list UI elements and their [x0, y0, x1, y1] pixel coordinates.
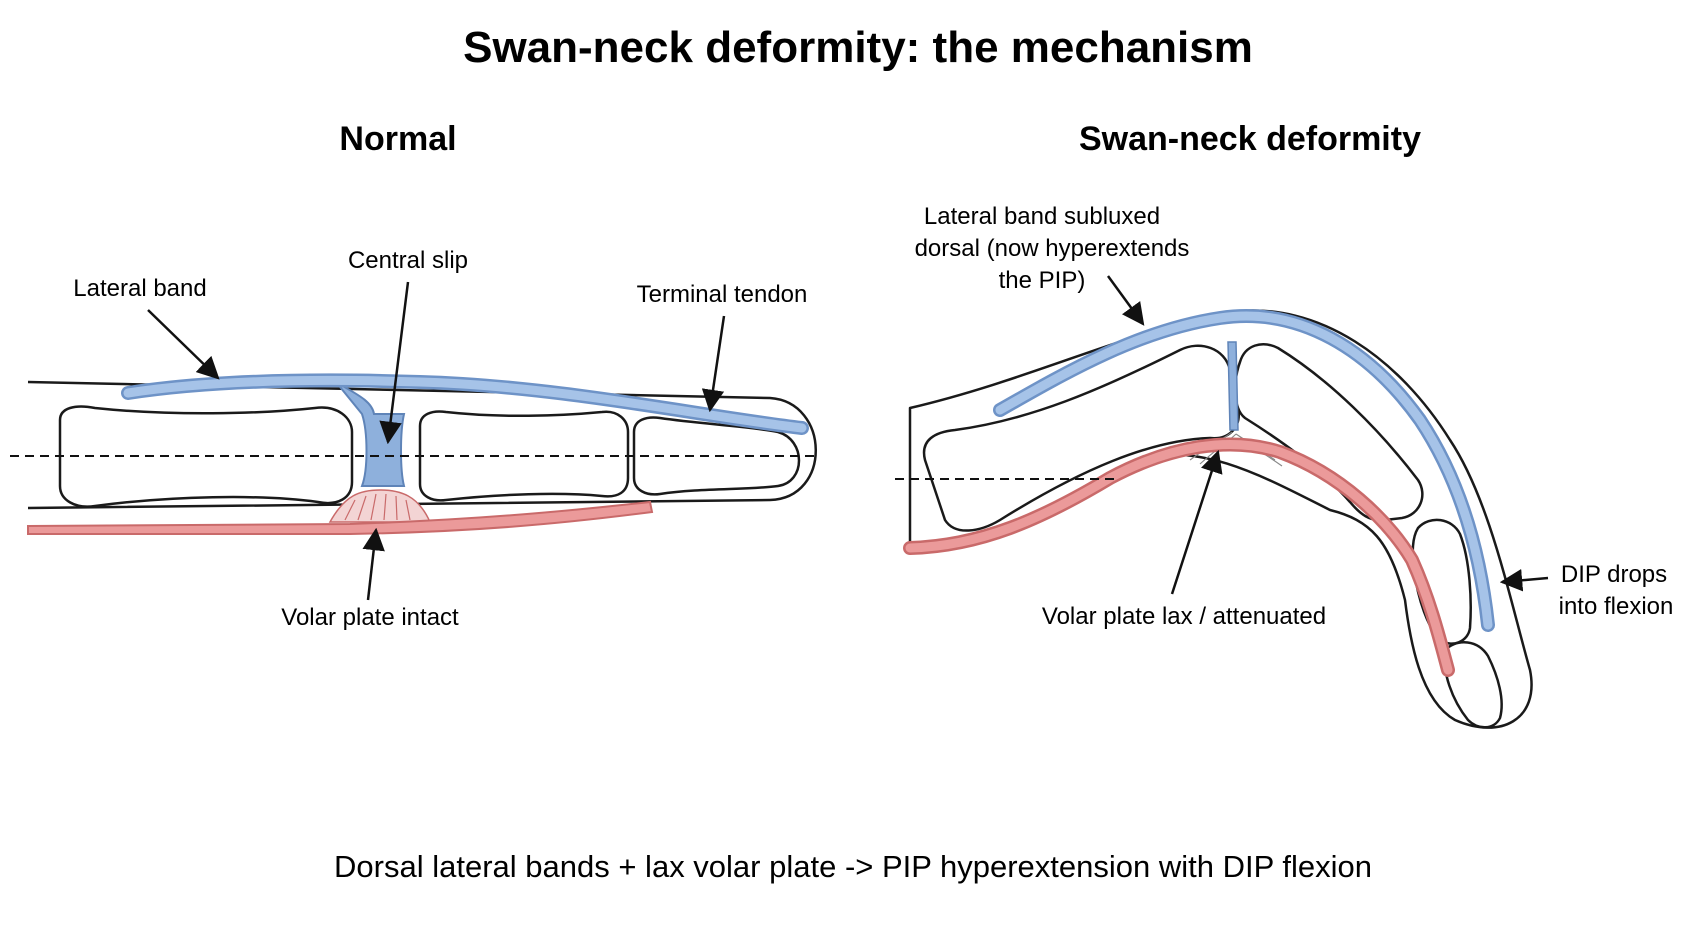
diagram-caption: Dorsal lateral bands + lax volar plate -… — [334, 849, 1372, 884]
arrow-dip-drops — [1499, 569, 1549, 592]
label-dip-drops-1: DIP drops — [1561, 561, 1667, 588]
label-lateral-band-subluxed-3: the PIP) — [999, 267, 1086, 294]
arrow-volar-plate-intact — [362, 527, 385, 601]
normal-panel-heading: Normal — [339, 120, 456, 158]
normal-volar-plate-fibers — [344, 493, 411, 521]
label-lateral-band-subluxed-2: dorsal (now hyperextends — [915, 235, 1190, 262]
label-dip-drops-2: into flexion — [1559, 593, 1674, 620]
deformity-middle-phalanx — [1234, 343, 1424, 522]
label-volar-plate-lax: Volar plate lax / attenuated — [1042, 603, 1326, 630]
arrow-volar-plate-lax — [1170, 449, 1223, 595]
deformity-distal-phalanx-tip — [1443, 641, 1503, 729]
label-central-slip: Central slip — [348, 247, 468, 274]
normal-flexor-tendon — [27, 500, 654, 535]
label-lateral-band-subluxed-1: Lateral band subluxed — [924, 203, 1160, 230]
normal-finger — [10, 373, 817, 535]
arrow-lateral-band-subluxed — [1106, 275, 1145, 326]
label-volar-plate-intact: Volar plate intact — [281, 604, 459, 631]
deformity-finger — [895, 309, 1533, 729]
deformity-central-slip — [1227, 341, 1239, 431]
label-terminal-tendon: Terminal tendon — [637, 281, 808, 308]
normal-volar-plate — [328, 489, 432, 523]
label-lateral-band: Lateral band — [73, 275, 206, 302]
arrow-lateral-band — [147, 309, 220, 380]
arrow-central-slip — [379, 281, 410, 445]
normal-central-slip — [335, 381, 406, 487]
deformity-panel-heading: Swan-neck deformity — [1079, 120, 1421, 158]
diagram-title: Swan-neck deformity: the mechanism — [463, 23, 1253, 72]
arrow-terminal-tendon — [701, 315, 726, 413]
